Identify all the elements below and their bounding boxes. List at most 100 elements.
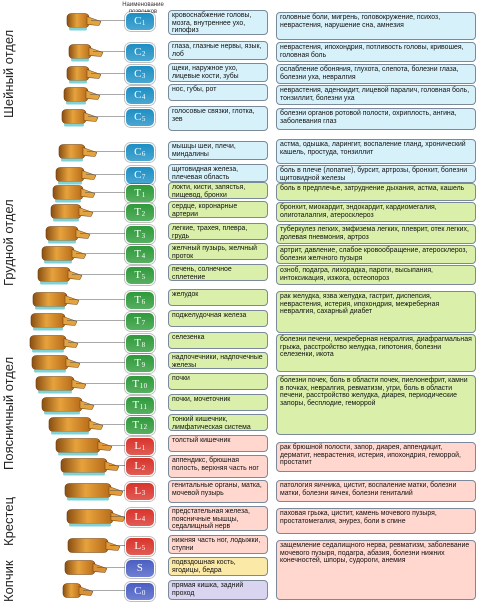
vertebra-letter: C [134, 89, 142, 101]
vertebra-effects-box: болезни почек, боль в области почек, пие… [276, 375, 476, 435]
vertebra-process-shape [83, 112, 99, 122]
vertebra-process-shape [82, 147, 98, 157]
vertebra-area-box: желудок [168, 289, 268, 306]
vertebra-body-shape [55, 167, 85, 182]
vertebra-number: 4 [141, 93, 146, 101]
vertebra-process-shape [75, 229, 91, 239]
intervertebral-disc-shape [63, 472, 105, 476]
vertebra-effects-box: боль в плече (лопатке), бурсит, артрозы,… [276, 165, 476, 183]
vertebra-letter: S [136, 562, 144, 574]
intervertebral-disc-shape [35, 306, 65, 310]
vertebra-number: 7 [141, 319, 146, 327]
vertebra-number: 12 [139, 423, 148, 431]
vertebra-process-shape [86, 16, 102, 26]
vertebra-number: 11 [139, 403, 148, 411]
vertebra-process-shape [88, 47, 104, 57]
vertebra-effects-box: головные боли, мигрень, головокружение, … [276, 12, 476, 40]
vertebra-process-shape [64, 295, 80, 305]
vertebra-effects-box: рак желудка, язва желудка, гастрит, дисп… [276, 291, 476, 333]
vertebra-body-shape [64, 560, 96, 575]
vertebra-number: 2 [141, 464, 146, 472]
vertebra-area-box: голосовые связки, глотка, зев [168, 106, 268, 131]
vertebra-number: 8 [141, 341, 146, 349]
vertebra-effects-box: артрит, давление, слабое кровообращение,… [276, 245, 476, 264]
vertebra-letter: T [134, 315, 142, 327]
vertebra-number: 1 [141, 191, 146, 199]
vertebra-letter: C [134, 68, 142, 80]
connector-lines [67, 20, 125, 591]
vertebra-badge: T1 [125, 184, 155, 203]
vertebra-process-shape [85, 90, 101, 100]
vertebra-number: 1 [141, 19, 146, 27]
vertebra-letter: T [132, 378, 140, 390]
vertebra-badge: C6 [125, 143, 155, 162]
vertebra-badge: C2 [125, 43, 155, 62]
vertebra-badge: C4 [125, 86, 155, 105]
vertebra-area-box: глаза, глазные нервы, язык, лоб [168, 41, 268, 60]
vertebra-number: 4 [141, 252, 146, 260]
vertebra-letter: C [134, 111, 142, 123]
vertebra-area-box: мышцы шеи, плечи, миндалины [168, 141, 268, 160]
vertebra-area-box: тонкий кишечник, лимфатическая система [168, 414, 268, 431]
vertebra-body-shape [60, 458, 108, 473]
vertebra-letter: L [134, 511, 142, 523]
vertebra-process-shape [62, 316, 78, 326]
intervertebral-disc-shape [58, 452, 98, 456]
vertebra-body-shape [32, 292, 68, 307]
intervertebral-disc-shape [61, 158, 83, 162]
intervertebral-disc-shape [40, 281, 68, 285]
vertebra-letter: C [134, 585, 142, 597]
vertebra-number: 6 [141, 298, 146, 306]
vertebra-badge: C0 [125, 582, 155, 601]
vertebra-process-shape [104, 461, 120, 471]
vertebra-area-box: желчный пузырь, желчный проток [168, 243, 268, 260]
vertebra-effects-box: туберкулез легких, эмфизема легких, плев… [276, 224, 476, 244]
vertebra-area-box: нос, губы, рот [168, 84, 268, 101]
vertebra-process-shape [79, 400, 95, 410]
vertebra-badge: T5 [125, 266, 155, 285]
region-label-lumbar: Поясничный отдел [1, 356, 16, 470]
vertebra-badge: T7 [125, 312, 155, 331]
vertebra-area-box: почки [168, 373, 268, 390]
vertebra-body-shape [52, 185, 84, 200]
intervertebral-disc-shape [33, 327, 63, 331]
vertebra-number: 7 [141, 173, 146, 181]
vertebra-letter: T [132, 419, 140, 431]
intervertebral-disc-shape [44, 411, 80, 415]
vertebra-badge: T3 [125, 225, 155, 244]
intervertebral-disc-shape [64, 123, 84, 127]
vertebra-area-box: щеки, наружное ухо, лицевые кости, зубы [168, 63, 268, 82]
vertebra-number: 4 [141, 515, 146, 523]
vertebra-process-shape [92, 563, 108, 573]
vertebra-badge: T12 [125, 416, 155, 435]
intervertebral-disc-shape [55, 199, 81, 203]
vertebra-body-shape [35, 376, 75, 391]
vertebra-number: 9 [141, 361, 146, 369]
intervertebral-disc-shape [51, 431, 89, 435]
vertebra-area-box: толстый кишечник [168, 435, 268, 452]
vertebra-effects-box: патология яичника, цистит, воспаление ма… [276, 480, 476, 502]
vertebra-badge: T11 [125, 396, 155, 415]
vertebra-number: 10 [139, 382, 148, 390]
intervertebral-disc-shape [34, 369, 66, 373]
vertebra-effects-box: неврастения, аденоидит, лицевой паралич,… [276, 85, 476, 105]
vertebra-body-shape [63, 87, 89, 102]
vertebra-badge: S [125, 559, 155, 578]
spine-vertebrae-drawing [29, 13, 126, 598]
vertebra-area-box: локти, кисти, запястья, пищевод, бронхи [168, 182, 268, 199]
region-label-coccyx: Копчик [1, 560, 16, 602]
vertebra-body-shape [66, 66, 90, 81]
vertebra-body-shape [61, 109, 87, 124]
vertebra-badge: T10 [125, 375, 155, 394]
region-label-cervical: Шейный отдел [1, 29, 16, 118]
vertebra-process-shape [105, 541, 121, 551]
vertebra-letter: T [134, 206, 142, 218]
vertebra-area-box: предстательная железа, поясничные мышцы,… [168, 506, 268, 531]
vertebra-effects-box: рак брюшной полости, запор, диарея, аппе… [276, 442, 476, 472]
vertebra-process-shape [108, 486, 124, 496]
vertebra-effects-box: неврастения, ипохондрия, потливость голо… [276, 42, 476, 62]
vertebra-number: 3 [141, 489, 146, 497]
vertebra-effects-box: болезни печени, межреберная невралгия, д… [276, 334, 476, 372]
vertebra-process-shape [78, 207, 94, 217]
vertebra-badge: T6 [125, 291, 155, 310]
